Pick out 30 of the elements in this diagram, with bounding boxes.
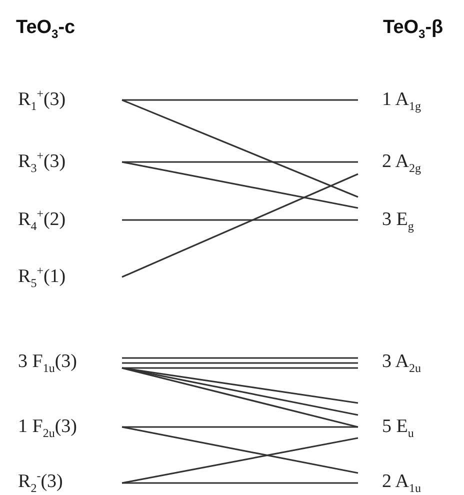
correlation-line (122, 161, 358, 163)
correlation-line (122, 173, 358, 278)
irrep-label: 2 A$_{1u}$ (358, 467, 454, 493)
correlation-line (122, 99, 358, 101)
irrep-label: 2 A$_{2g}$ (358, 148, 454, 182)
irrep-label: 1 F$_{2u}$(3) (14, 413, 122, 441)
correlation-line (122, 161, 358, 209)
correlation-line (122, 219, 358, 221)
correlation-line (122, 426, 358, 428)
correlation-line (122, 367, 358, 428)
irrep-label: 5 E$_{u}$ (358, 397, 454, 443)
correlation-line (122, 362, 358, 364)
irrep-label: 3 E$_{g}$ (358, 190, 454, 234)
irrep-label: 1 A$_{1g}$ (358, 86, 454, 114)
correlation-line (122, 367, 358, 369)
irrep-label: R$_{1}$$^{+}$(3) (14, 86, 122, 114)
column-heading: TeO$_{3}$-c (16, 16, 76, 40)
irrep-label: R$_{4}$$^{+}$(2) (14, 206, 122, 234)
correlation-line (122, 99, 358, 198)
correlation-line (122, 426, 358, 474)
correlation-line (122, 367, 358, 416)
correlation-line (122, 437, 358, 484)
correlation-line (122, 357, 358, 359)
irrep-label: R$_{2}$$^{-}$(3) (14, 469, 122, 493)
irrep-label: R$_{5}$$^{+}$(1) (14, 263, 122, 291)
column-heading: TeO$_{3}$-β (383, 16, 444, 40)
irrep-label: 3 F$_{1u}$(3) (14, 350, 122, 376)
irrep-label: 3 A$_{2u}$ (358, 350, 454, 376)
correlation-line (122, 482, 358, 484)
irrep-label: R$_{3}$$^{+}$(3) (14, 148, 122, 176)
